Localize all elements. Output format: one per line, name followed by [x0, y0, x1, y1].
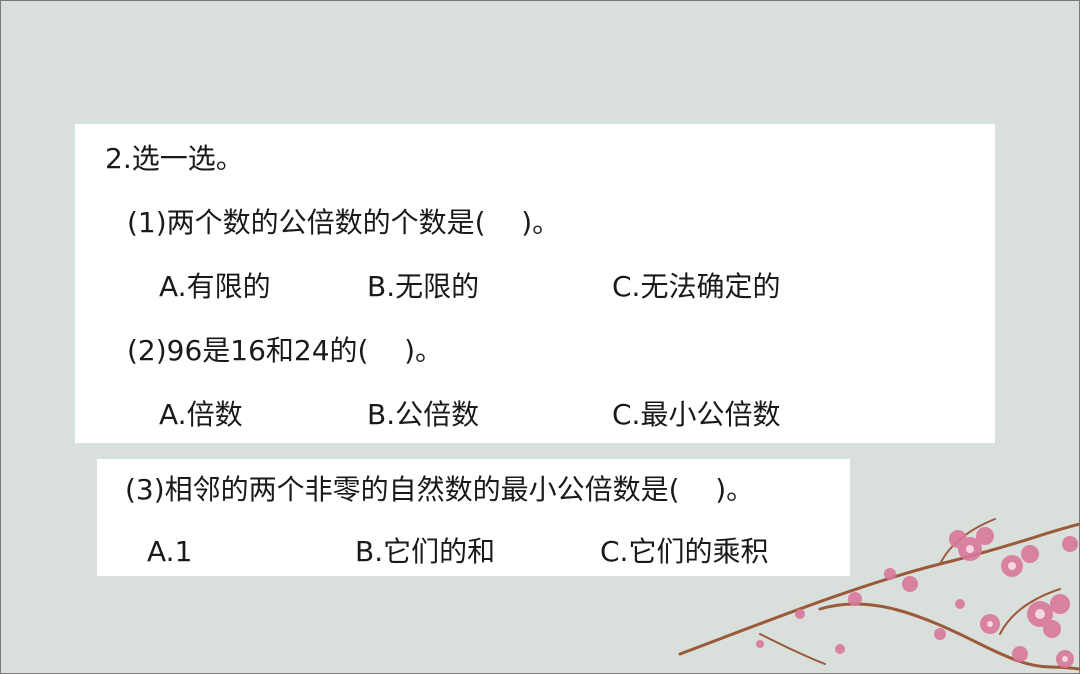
question-card-2: (3)相邻的两个非零的自然数的最小公倍数是( )。 A.1 B.它们的和 C.它…	[97, 459, 850, 576]
question-3-option-a[interactable]: A.1	[147, 535, 193, 568]
question-1-option-b[interactable]: B.无限的	[367, 270, 480, 303]
question-3-option-c[interactable]: C.它们的乘积	[600, 535, 769, 568]
question-2-option-c[interactable]: C.最小公倍数	[612, 398, 781, 431]
section-title: 2.选一选。	[105, 142, 244, 175]
question-1-option-c[interactable]: C.无法确定的	[612, 270, 781, 303]
question-1-stem: (1)两个数的公倍数的个数是( )。	[127, 206, 561, 239]
plum-blossom-branch-icon	[678, 518, 1080, 671]
question-2-stem: (2)96是16和24的( )。	[127, 334, 443, 367]
question-3-option-b[interactable]: B.它们的和	[355, 535, 496, 568]
question-2-option-b[interactable]: B.公倍数	[367, 398, 480, 431]
question-2-option-a[interactable]: A.倍数	[159, 398, 243, 431]
question-3-stem: (3)相邻的两个非零的自然数的最小公倍数是( )。	[125, 473, 755, 506]
question-card-1: 2.选一选。 (1)两个数的公倍数的个数是( )。 A.有限的 B.无限的 C.…	[75, 124, 995, 443]
question-1-option-a[interactable]: A.有限的	[159, 270, 271, 303]
